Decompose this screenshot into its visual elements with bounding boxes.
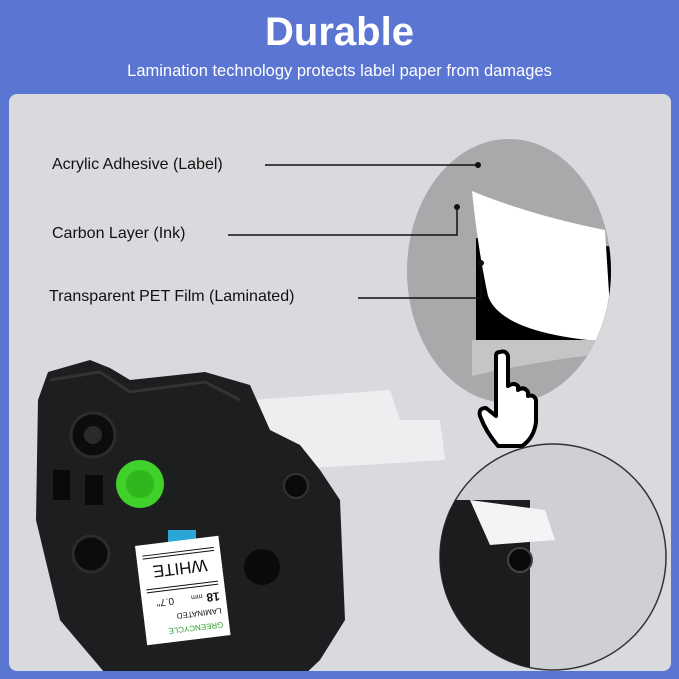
illustration: GREENCYCLE LAMINATED 18 mm 0.7" WHITE — [36, 139, 667, 671]
layer-label-pet-film: Transparent PET Film (Laminated) — [49, 288, 295, 305]
pointing-hand-icon — [477, 349, 538, 448]
layer-label-adhesive: Acrylic Adhesive (Label) — [52, 156, 223, 173]
illustration-panel: GREENCYCLE LAMINATED 18 mm 0.7" WHITE — [9, 94, 671, 671]
page-title: Durable — [265, 10, 414, 54]
cartridge-label: GREENCYCLE LAMINATED 18 mm 0.7" WHITE — [135, 535, 231, 646]
width-mm-text: 18 — [205, 589, 220, 605]
tape-cartridge-image: GREENCYCLE LAMINATED 18 mm 0.7" WHITE — [36, 360, 445, 671]
layer-diagram — [228, 139, 611, 403]
layer-label-carbon: Carbon Layer (Ink) — [52, 225, 186, 242]
page-subtitle: Lamination technology protects label pap… — [127, 62, 552, 80]
width-in-text: 0.7" — [155, 595, 174, 608]
detail-zoom-circle — [439, 443, 667, 671]
width-unit-text: mm — [190, 592, 203, 600]
adhesive-layer — [472, 191, 611, 340]
